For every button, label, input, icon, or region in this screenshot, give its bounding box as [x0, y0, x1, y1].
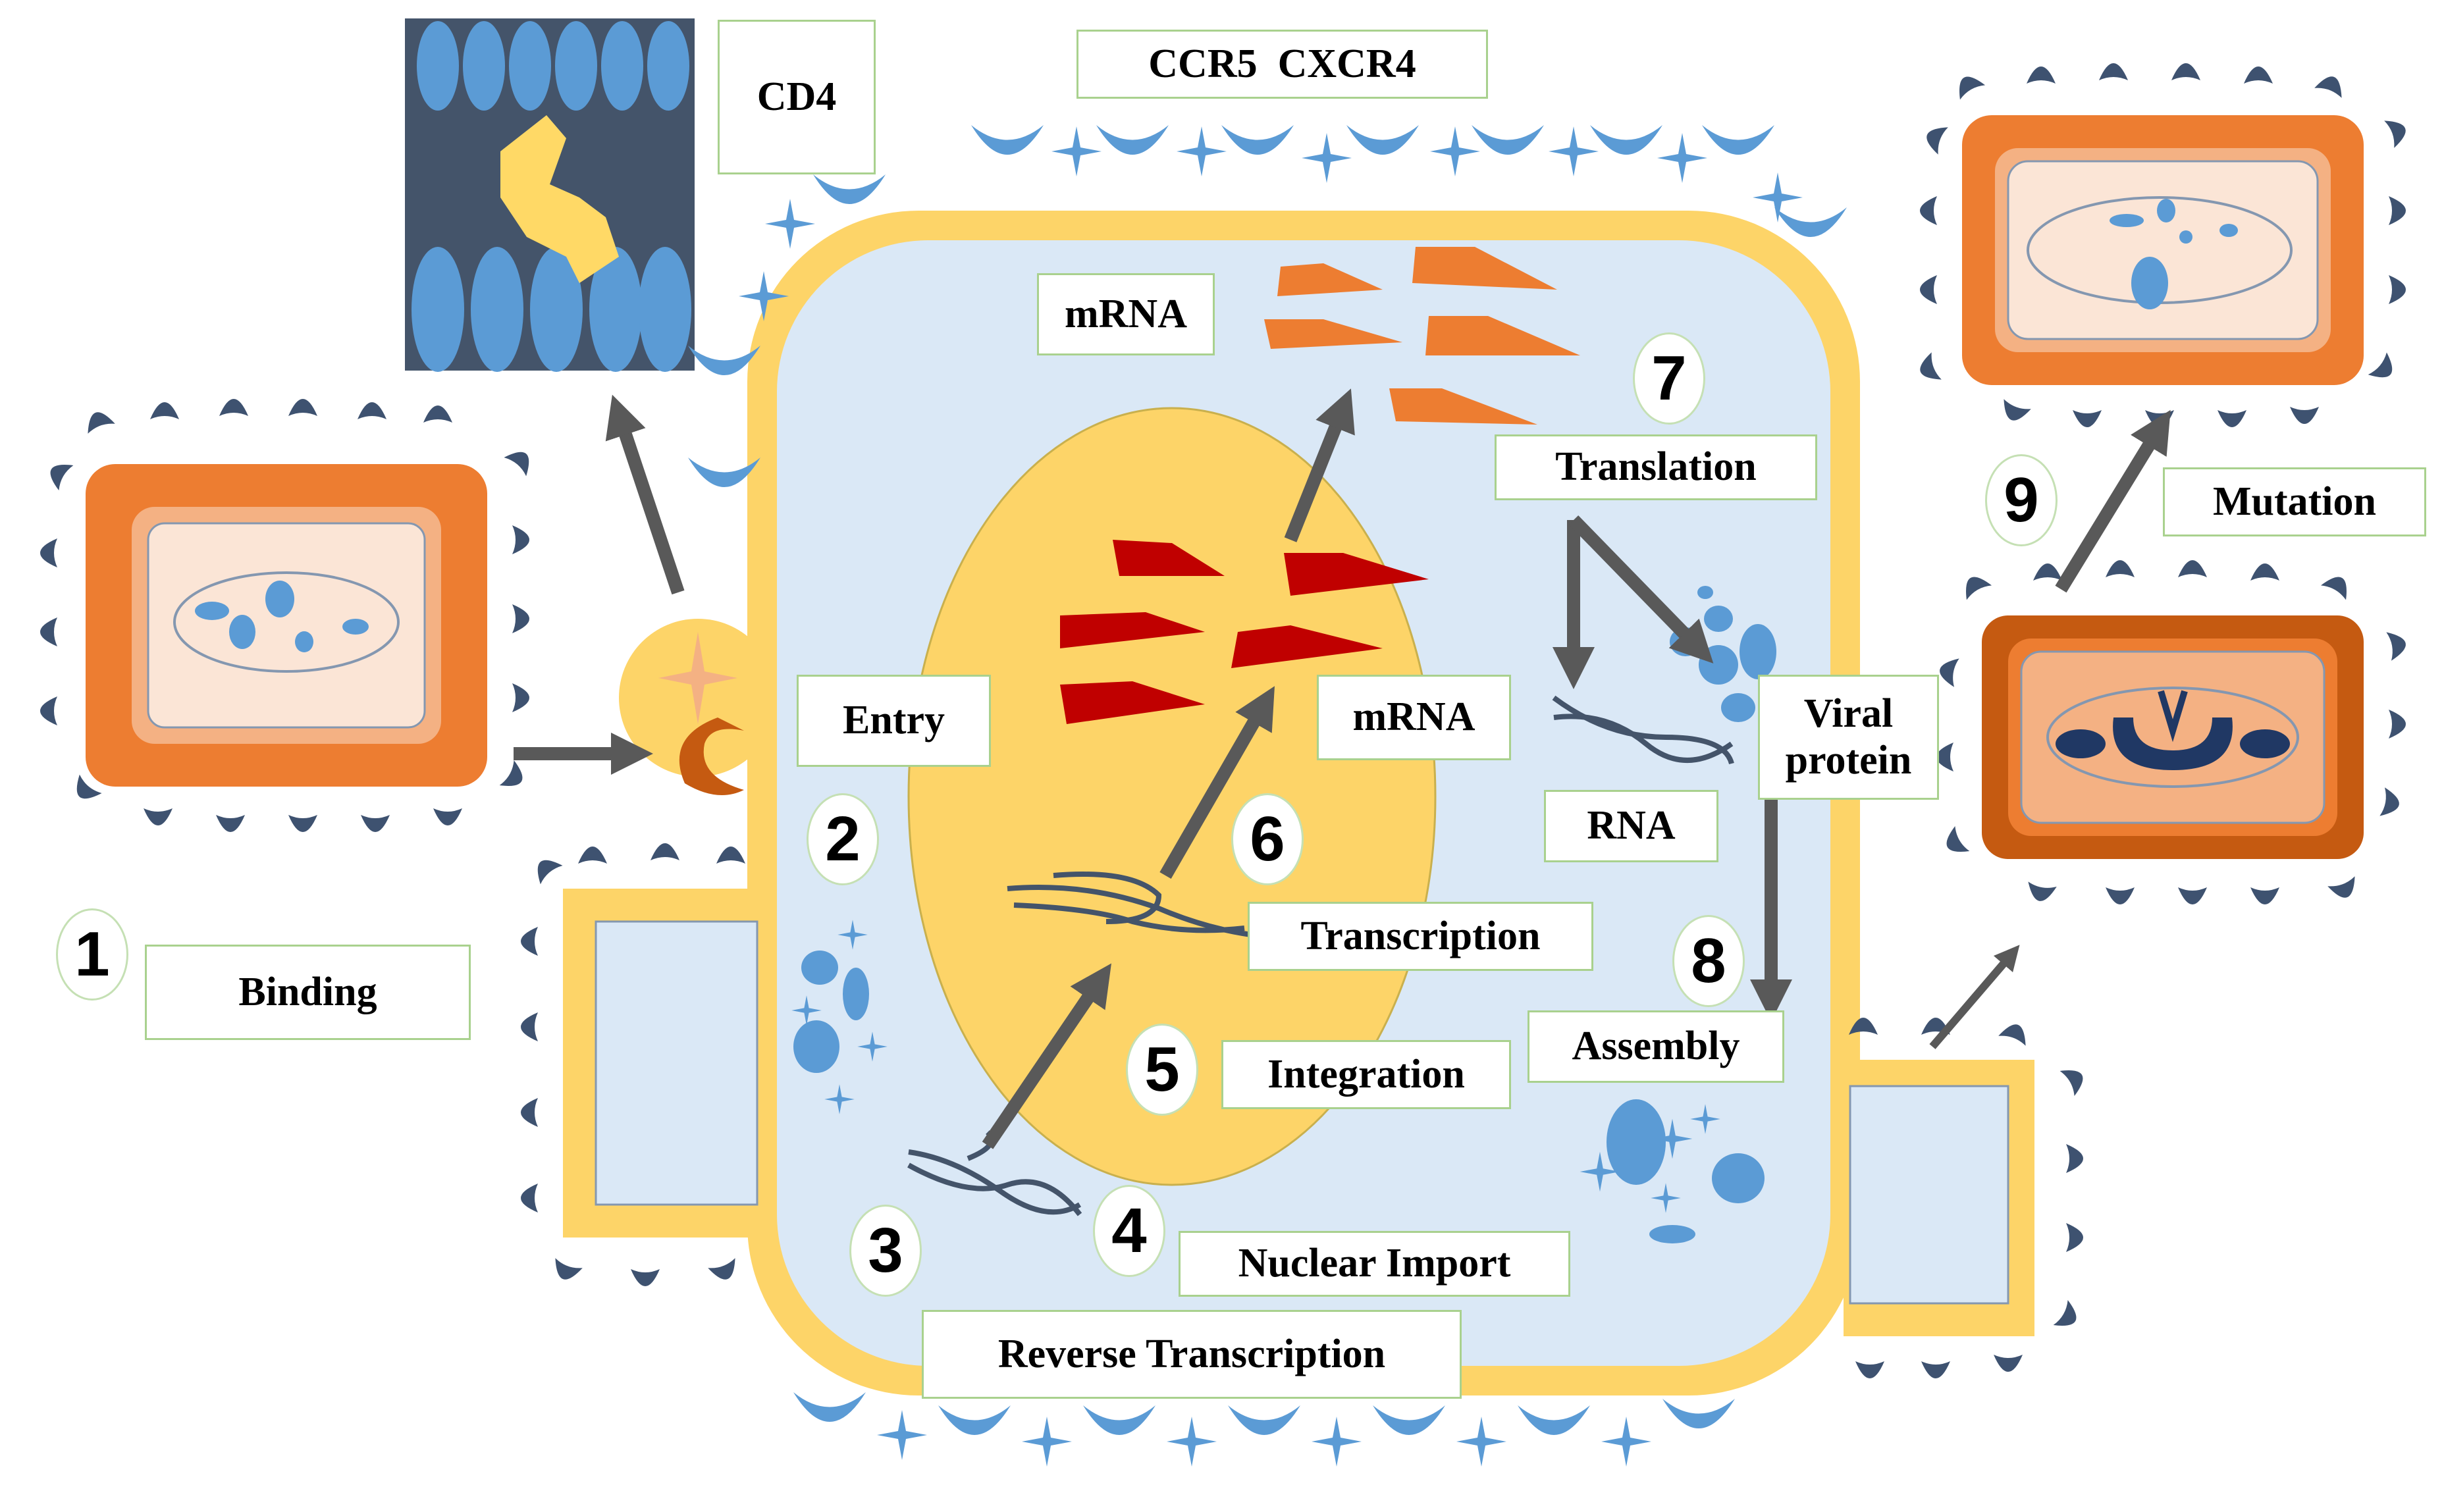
step-7: 7: [1633, 332, 1705, 425]
step-1: 1: [56, 908, 128, 1001]
entry-proteins: [791, 920, 888, 1114]
label-viral-protein: Viral protein: [1758, 675, 1939, 800]
rna-double-strand: [1552, 695, 1734, 765]
label-nuclear-import: Nuclear Import: [1179, 1231, 1570, 1297]
nuclear-mrna-strands: [1060, 540, 1429, 724]
label-assembly: Assembly: [1528, 1010, 1784, 1083]
entry-bud: [619, 619, 777, 795]
label-reverse-transcription: Reverse Transcription: [922, 1310, 1462, 1399]
mature-virion: [1915, 63, 2410, 427]
step-9: 9: [1985, 454, 2058, 546]
nucleus: [907, 407, 1437, 1186]
label-mrna-nucleus: mRNA: [1317, 675, 1511, 760]
left-membrane-pocket: [521, 843, 760, 1286]
step-4: 4: [1093, 1185, 1165, 1277]
process-arrows: [514, 388, 2171, 1149]
label-integration: Integration: [1221, 1040, 1511, 1109]
label-entry: Entry: [797, 675, 991, 767]
label-translation: Translation: [1495, 434, 1817, 500]
assembly-particles: [1580, 1099, 1765, 1243]
arrow-rt-to-integration: [982, 963, 1111, 1149]
step-6: 6: [1231, 793, 1304, 885]
arrow-release: [1929, 945, 2020, 1049]
arrow-entry-to-cd4: [605, 394, 685, 595]
label-transcription: Transcription: [1248, 902, 1593, 971]
cytoplasmic-mrna-strands: [1264, 247, 1580, 425]
arrow-to-mutation: [2055, 409, 2171, 593]
binding-virion: [40, 399, 537, 832]
step-5: 5: [1126, 1024, 1198, 1116]
label-mrna-cytoplasm: mRNA: [1037, 273, 1215, 355]
label-rna: RNA: [1544, 790, 1718, 862]
step-3: 3: [849, 1205, 922, 1297]
label-mutation: Mutation: [2163, 467, 2426, 536]
arrow-translation-protein: [1568, 515, 1714, 664]
budding-virion: [1936, 560, 2408, 904]
cell-bottom-receptors: [793, 1392, 1735, 1467]
label-ccr5-cxcr4: CCR5 CXCR4: [1076, 30, 1488, 99]
label-cd4: CD4: [718, 20, 876, 174]
right-membrane-pocket: [1844, 1018, 2090, 1378]
label-binding: Binding: [145, 945, 471, 1040]
cd4-receptor-inset: [405, 18, 695, 372]
arrow-transcription: [1159, 686, 1275, 879]
step-2: 2: [807, 793, 879, 885]
arrow-mrna-export: [1284, 388, 1355, 542]
step-8: 8: [1672, 915, 1745, 1007]
integrated-dna: [1007, 872, 1252, 937]
